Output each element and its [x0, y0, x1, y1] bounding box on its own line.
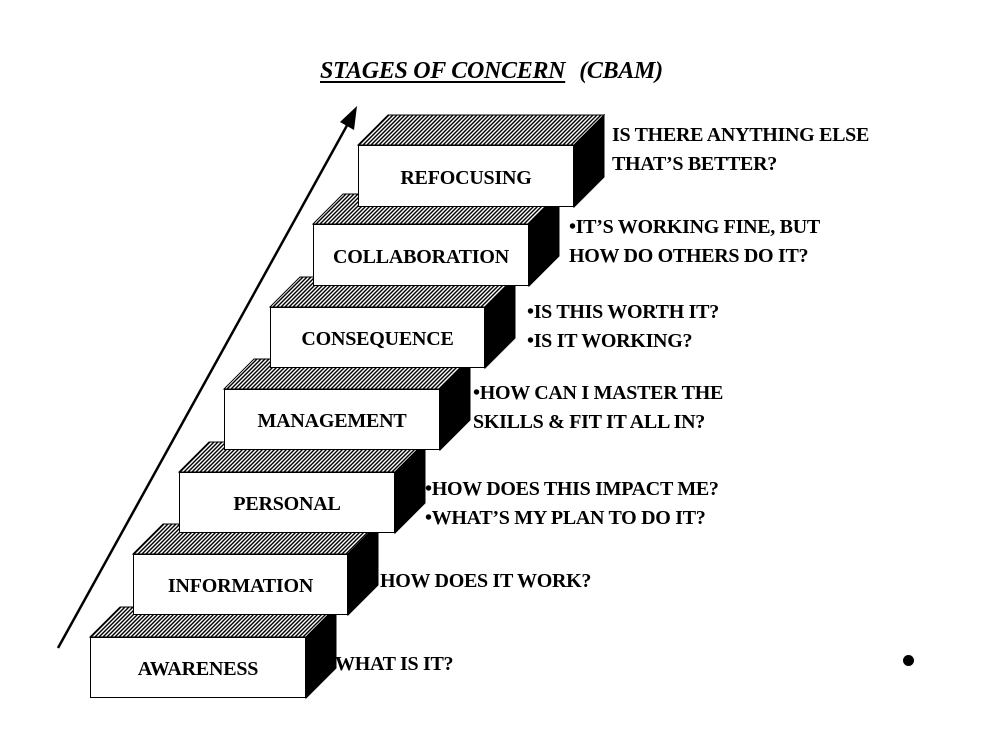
step-side-face	[394, 440, 426, 535]
diagram-title: STAGES OF CONCERN (CBAM)	[320, 58, 663, 85]
concern-line: SKILLS & FIT IT ALL IN?	[473, 411, 705, 433]
stage-label-consequence: CONSEQUENCE	[270, 307, 485, 368]
stage-label-information: INFORMATION	[133, 554, 348, 615]
stage-concern-refocusing: IS THERE ANYTHING ELSE THAT’S BETTER?	[612, 121, 869, 179]
step-side-face	[573, 113, 605, 209]
concern-line: THAT’S BETTER?	[612, 153, 777, 175]
title-main: STAGES OF CONCERN	[320, 58, 566, 84]
stage-concern-personal: •HOW DOES THIS IMPACT ME? •WHAT’S MY PLA…	[425, 475, 719, 533]
stage-concern-information: HOW DOES IT WORK?	[380, 567, 591, 596]
step-side-face	[439, 357, 471, 452]
concern-line: •HOW DOES THIS IMPACT ME?	[425, 478, 719, 500]
stage-concern-management: •HOW CAN I MASTER THE SKILLS & FIT IT AL…	[473, 379, 723, 437]
concern-line: •WHAT’S MY PLAN TO DO IT?	[425, 507, 706, 529]
concern-line: •IT’S WORKING FINE, BUT	[569, 216, 820, 238]
title-sub: (CBAM)	[579, 58, 663, 84]
dot-icon	[903, 655, 914, 666]
arrow-up-right-icon	[56, 106, 357, 649]
concern-line: •HOW CAN I MASTER THE	[473, 382, 724, 404]
stage-concern-awareness: WHAT IS IT?	[335, 650, 454, 679]
stage-label-awareness: AWARENESS	[90, 637, 306, 698]
concern-line: HOW DOES IT WORK?	[380, 570, 592, 592]
stage-label-refocusing: REFOCUSING	[358, 145, 574, 207]
concern-line: HOW DO OTHERS DO IT?	[569, 245, 809, 267]
stage-concern-collaboration: •IT’S WORKING FINE, BUT HOW DO OTHERS DO…	[569, 213, 820, 271]
concern-line: •IS THIS WORTH IT?	[527, 301, 719, 323]
stage-label-management: MANAGEMENT	[224, 389, 440, 450]
step-side-face	[347, 522, 379, 617]
stage-concern-consequence: •IS THIS WORTH IT? •IS IT WORKING?	[527, 298, 719, 356]
stage-label-collaboration: COLLABORATION	[313, 224, 529, 286]
step-top-face	[356, 114, 606, 146]
stage-label-personal: PERSONAL	[179, 472, 395, 533]
step-side-face	[305, 605, 337, 700]
concern-line: IS THERE ANYTHING ELSE	[612, 124, 870, 146]
step-side-face	[484, 275, 516, 370]
concern-line: WHAT IS IT?	[335, 653, 454, 675]
concern-line: •IS IT WORKING?	[527, 330, 693, 352]
